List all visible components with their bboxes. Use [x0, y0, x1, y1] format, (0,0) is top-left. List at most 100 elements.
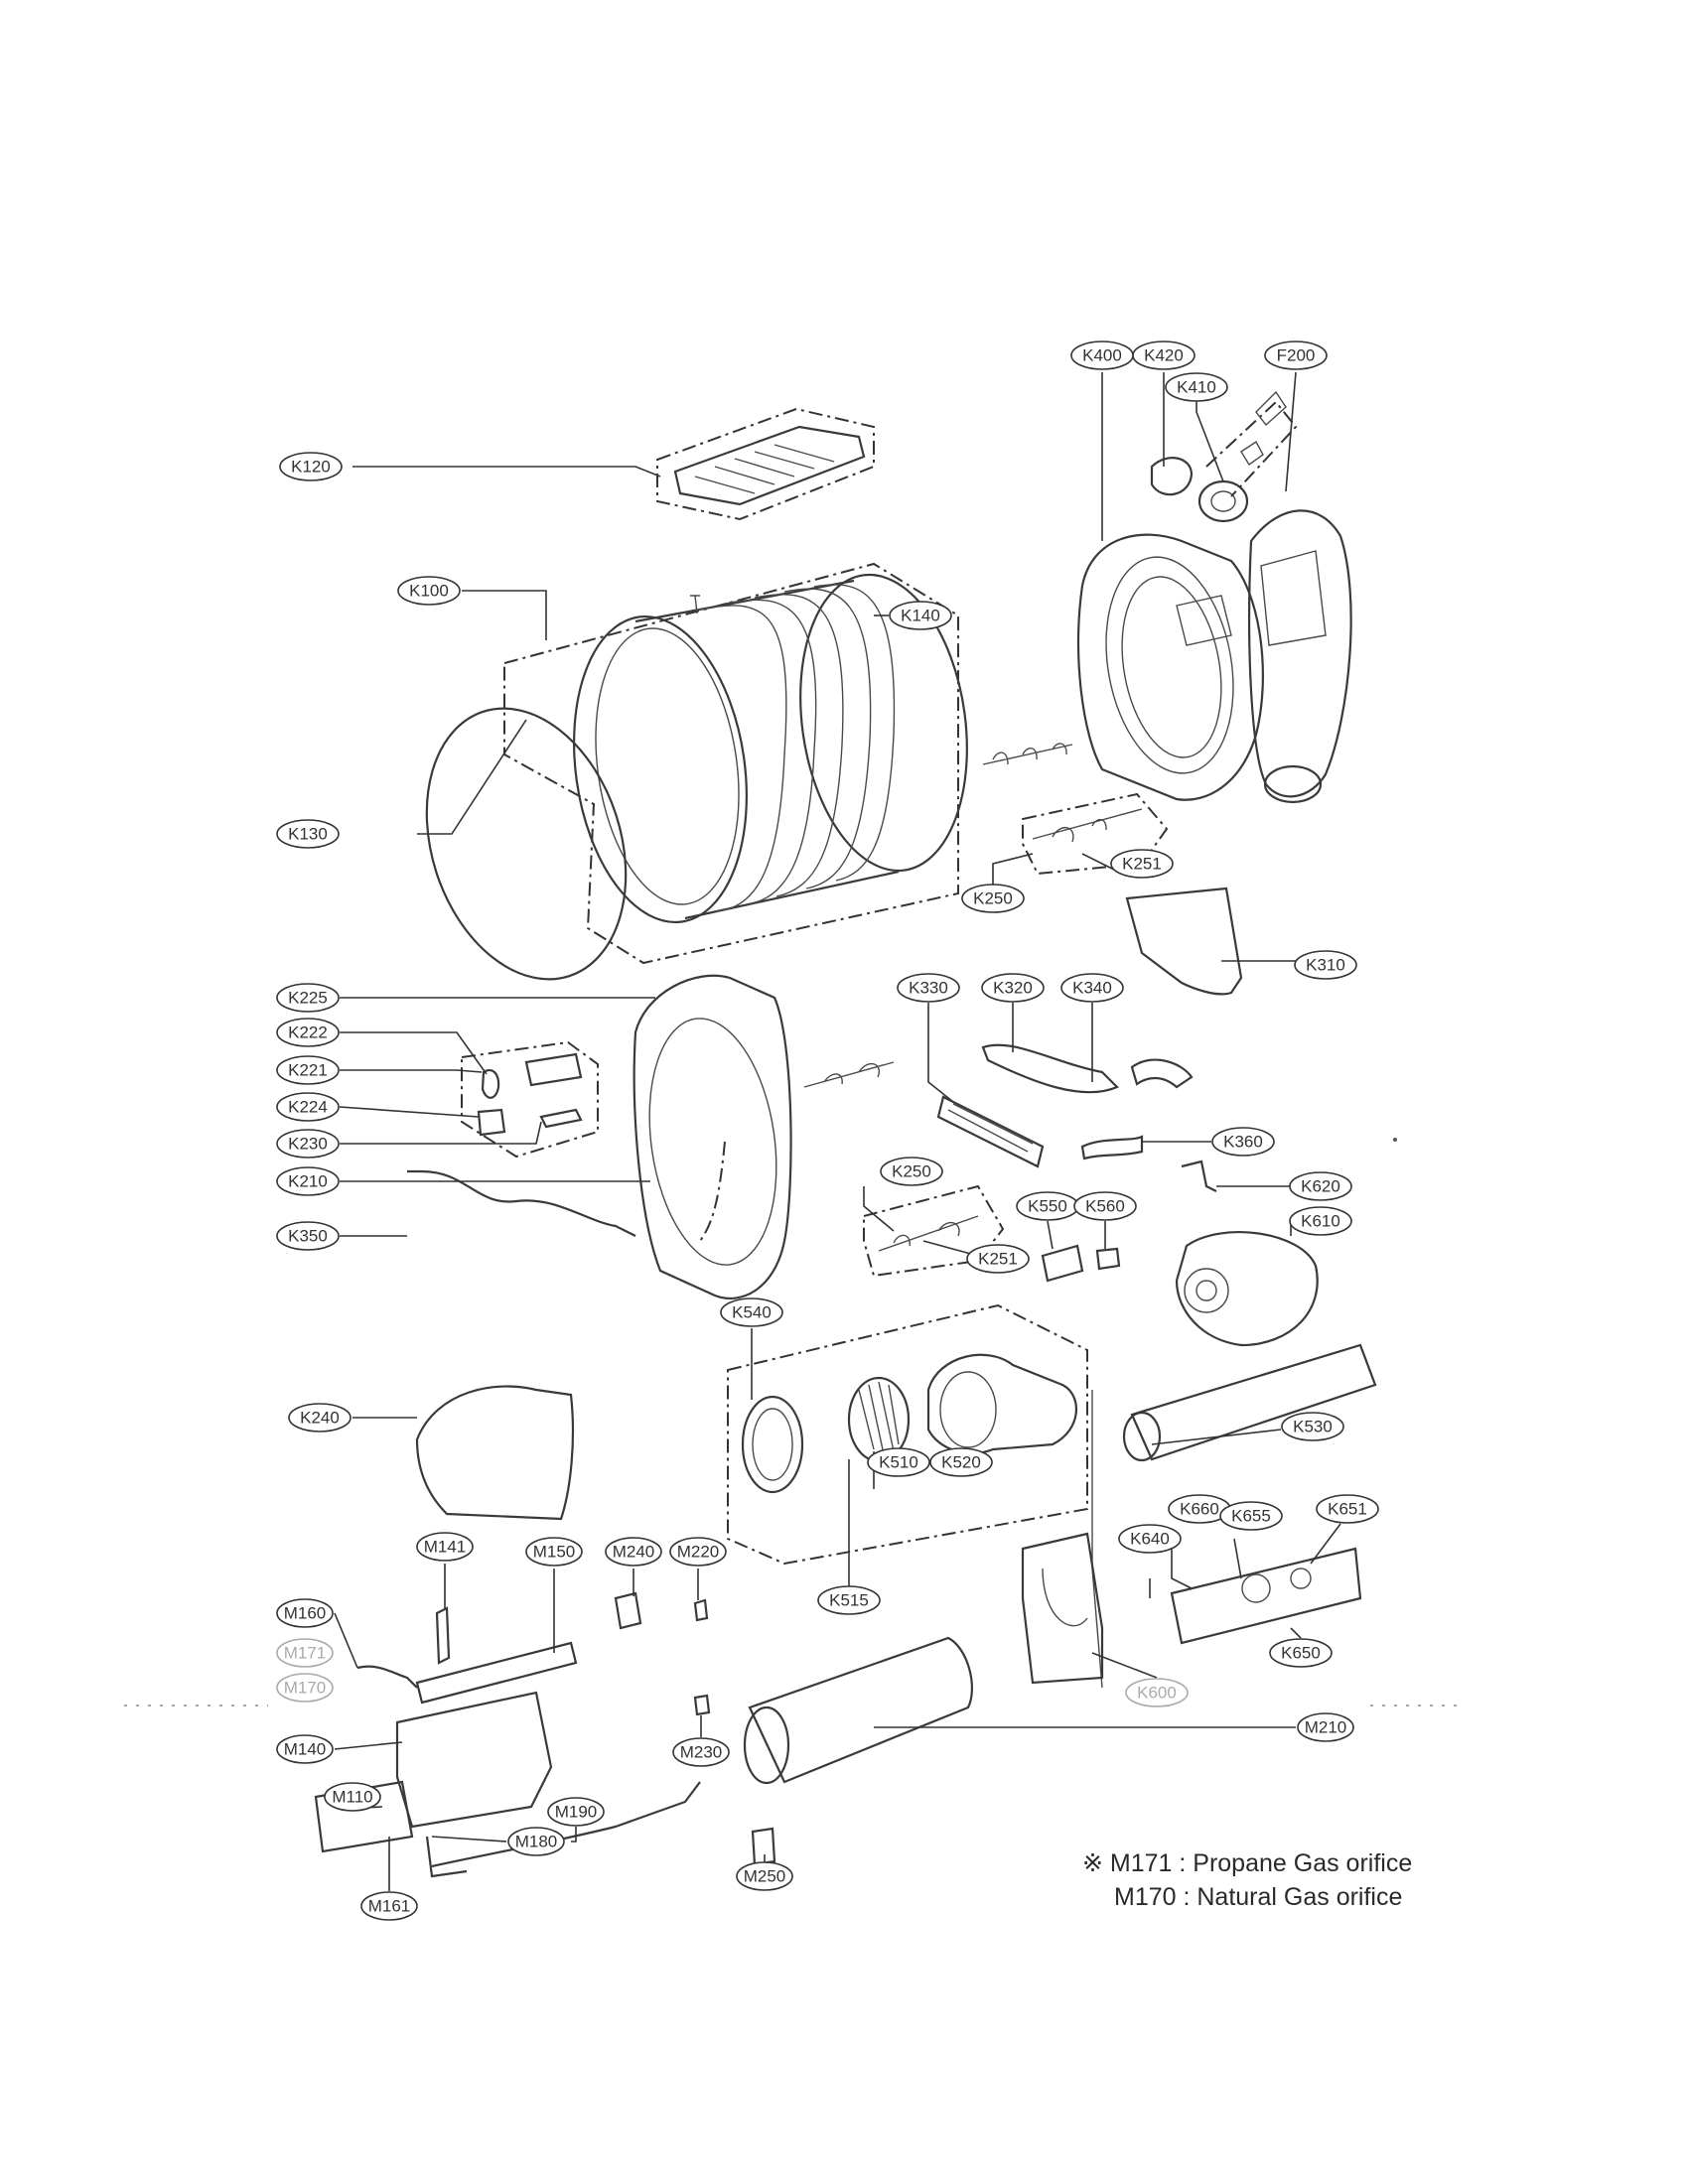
svg-text:M141: M141 [424, 1538, 467, 1557]
svg-text:K251: K251 [1122, 855, 1162, 874]
motor-part [1175, 1231, 1319, 1347]
callout-K224: K224 [276, 1092, 340, 1122]
svg-text:K130: K130 [288, 825, 328, 844]
svg-text:K100: K100 [409, 582, 449, 601]
svg-text:K655: K655 [1231, 1507, 1271, 1526]
callout-K660: K660 [1168, 1494, 1231, 1524]
blower-housing-part [926, 1353, 1077, 1454]
callout-M140: M140 [276, 1734, 334, 1764]
lamp-cover-part [524, 1052, 583, 1087]
front-shaft-part [878, 1215, 979, 1252]
svg-text:K420: K420 [1144, 346, 1184, 365]
callout-K350: K350 [276, 1221, 340, 1251]
callout-M141: M141 [416, 1532, 474, 1562]
callout-K221: K221 [276, 1055, 340, 1085]
stray-dot [1393, 1138, 1397, 1142]
callout-K222: K222 [276, 1018, 340, 1047]
seal-ring-part [1150, 457, 1194, 496]
svg-text:M250: M250 [744, 1867, 786, 1886]
burner-tube-part [415, 1641, 578, 1705]
callout-K510: K510 [867, 1447, 930, 1477]
callout-K225: K225 [276, 983, 340, 1013]
note-natural-text: M170 : Natural Gas orifice [1114, 1883, 1403, 1911]
callout-M230: M230 [672, 1737, 730, 1767]
thermostat-part [1095, 1247, 1121, 1271]
shaft-part-2 [1032, 808, 1143, 843]
burner-bracket-part [395, 1691, 553, 1829]
callout-K330: K330 [897, 973, 960, 1003]
note-line-propane: ※ M171 : Propane Gas orifice [1082, 1846, 1412, 1880]
svg-text:K515: K515 [829, 1591, 869, 1610]
svg-text:K560: K560 [1085, 1197, 1125, 1216]
igniter-screw-part [693, 1598, 709, 1622]
lamp-bulb-part [481, 1069, 500, 1099]
callout-K320: K320 [981, 973, 1045, 1003]
svg-text:K140: K140 [901, 607, 940, 625]
callout-K400: K400 [1070, 341, 1134, 370]
exhaust-duct-part [1122, 1343, 1377, 1462]
top-vent-group [656, 407, 875, 521]
callout-K560: K560 [1073, 1191, 1137, 1221]
svg-text:M150: M150 [533, 1543, 576, 1562]
svg-text:K330: K330 [909, 979, 948, 998]
svg-text:K224: K224 [288, 1098, 328, 1117]
lamp-group [461, 1040, 599, 1159]
callout-K360: K360 [1211, 1127, 1275, 1157]
callout-K420: K420 [1132, 341, 1196, 370]
svg-text:K520: K520 [941, 1453, 981, 1472]
callout-K130: K130 [276, 819, 340, 849]
note-line-natural: M170 : Natural Gas orifice [1082, 1880, 1412, 1914]
blower-seal-inner [752, 1408, 793, 1481]
callout-K100: K100 [397, 576, 461, 606]
callout-K600: K600 [1125, 1678, 1189, 1707]
svg-text:M230: M230 [680, 1743, 723, 1762]
rear-shaft-group [1022, 792, 1169, 876]
callout-M171: M171 [276, 1638, 334, 1668]
callout-K550: K550 [1016, 1191, 1079, 1221]
callout-K310: K310 [1294, 950, 1357, 980]
svg-text:K251: K251 [978, 1250, 1018, 1269]
callout-M220: M220 [669, 1537, 727, 1567]
lint-filter-part [1125, 887, 1243, 996]
svg-text:K222: K222 [288, 1024, 328, 1042]
blower-group [727, 1303, 1088, 1566]
callout-K651: K651 [1316, 1494, 1379, 1524]
callout-K210: K210 [276, 1166, 340, 1196]
svg-text:M240: M240 [613, 1543, 655, 1562]
callout-K250-lower: K250 [880, 1157, 943, 1186]
svg-text:M140: M140 [284, 1740, 327, 1759]
toe-kick-part [415, 1385, 575, 1521]
callout-K515: K515 [817, 1585, 881, 1615]
callout-K250-upper: K250 [961, 884, 1025, 913]
callout-K540: K540 [720, 1297, 783, 1327]
seal-part [425, 707, 628, 981]
svg-text:K540: K540 [732, 1303, 772, 1322]
top-vent-part [673, 425, 866, 506]
callout-K410: K410 [1165, 372, 1228, 402]
lint-housing-ribs [947, 1103, 1034, 1153]
svg-text:K550: K550 [1028, 1197, 1067, 1216]
callout-K620: K620 [1289, 1171, 1352, 1201]
blower-seal-part [741, 1395, 804, 1494]
svg-text:K320: K320 [993, 979, 1033, 998]
callout-M160: M160 [276, 1598, 334, 1628]
callout-K655: K655 [1219, 1501, 1283, 1531]
svg-text:K210: K210 [288, 1172, 328, 1191]
callout-K251-upper: K251 [1110, 849, 1174, 879]
svg-text:K360: K360 [1223, 1133, 1263, 1152]
callout-M110: M110 [324, 1782, 381, 1812]
leader-lines [334, 371, 1341, 1891]
duct-part [1248, 509, 1352, 804]
svg-text:K510: K510 [879, 1453, 918, 1472]
callout-K251-lower: K251 [966, 1244, 1030, 1274]
svg-text:K225: K225 [288, 989, 328, 1008]
lint-housing-part [936, 1095, 1045, 1168]
burner-funnel-part [743, 1636, 973, 1785]
callout-F200: F200 [1264, 341, 1328, 370]
callout-K230: K230 [276, 1129, 340, 1159]
svg-text:K600: K600 [1137, 1684, 1177, 1703]
note-propane-text: M171 : Propane Gas orifice [1109, 1849, 1413, 1877]
svg-text:M220: M220 [677, 1543, 720, 1562]
callout-K340: K340 [1060, 973, 1124, 1003]
